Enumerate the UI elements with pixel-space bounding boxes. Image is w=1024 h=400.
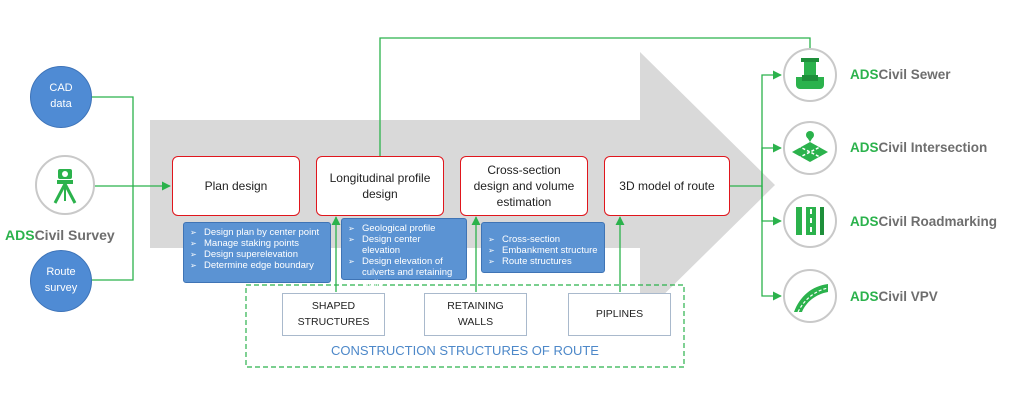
structure-piplines: PIPLINES [568,293,671,336]
tool-sewer-label: ADSCivil Sewer [850,67,951,82]
curved-road-icon [783,269,837,323]
cad-data-label: CAD data [49,82,73,110]
road-marking-icon [783,194,837,248]
notes-plan-design: Design plan by center point Manage staki… [183,222,331,283]
tool-roadmarking-label: ADSCivil Roadmarking [850,214,998,229]
sewer-pipe-icon [783,48,837,102]
route-survey-label: Route survey [44,266,78,294]
note-item: Design superelevation [190,249,324,260]
step-longitudinal-profile: Longitudinal profile design [316,156,444,216]
note-item: Manage staking points [190,238,324,249]
intersection-icon [783,121,837,175]
survey-tripod-icon [35,155,95,215]
connector-cad [90,96,134,186]
survey-product-label: ADSCivil Survey [5,227,115,243]
tool-intersection-label: ADSCivil Intersection [850,140,988,155]
note-item: Geological profile [348,223,460,234]
note-item: Design center elevation [348,234,460,256]
route-survey-circle: Route survey [30,250,92,312]
cad-data-circle: CAD data [30,66,92,128]
structure-retaining-walls: RETAINING WALLS [424,293,527,336]
step-3d-model: 3D model of route [604,156,730,216]
note-item: Embankment structure [488,245,598,256]
step-cross-section: Cross-section design and volume estimati… [460,156,588,216]
note-item: Design elevation of culverts and retaini… [348,256,460,289]
structures-group-label: CONSTRUCTION STRUCTURES OF ROUTE [331,343,599,358]
step-plan-design: Plan design [172,156,300,216]
note-item: Determine edge boundary [190,260,324,271]
connector-out-vpv [761,186,782,301]
connector-route [90,186,134,281]
note-item: Route structures [488,256,598,267]
connector-out-sewer [730,70,782,187]
note-item: Design plan by center point [190,227,324,238]
connector-feedback [379,37,811,156]
connector-out-intersection [761,143,782,186]
note-item: Cross-section [488,234,598,245]
tool-vpv-label: ADSCivil VPV [850,289,938,304]
structure-shaped: SHAPED STRUCTURES [282,293,385,336]
structures-group-box [245,284,685,368]
notes-cross-section: Cross-section Embankment structure Route… [481,222,605,273]
notes-longitudinal-profile: Geological profile Design center elevati… [341,218,467,289]
